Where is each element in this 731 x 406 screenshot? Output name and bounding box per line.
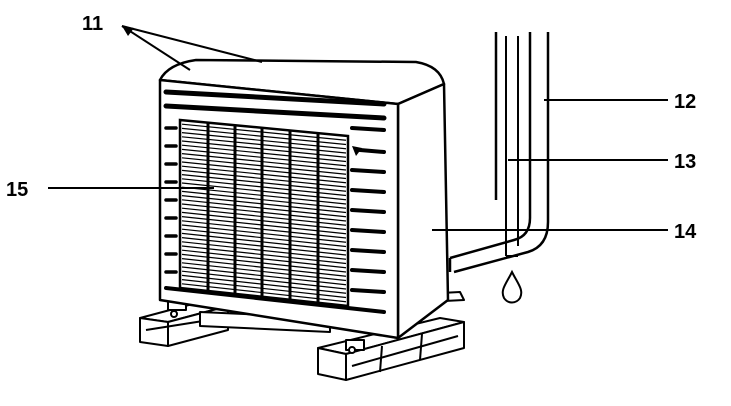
- label-15: 15: [6, 179, 28, 201]
- grille-fin: [181, 153, 347, 171]
- grille-fin: [181, 165, 347, 184]
- indicator-triangle-icon: [352, 146, 362, 156]
- grille-fin: [181, 262, 347, 282]
- grille-fin: [181, 157, 347, 175]
- grille-fin: [181, 241, 347, 260]
- grille-fin: [181, 266, 347, 286]
- grille-fin: [181, 174, 347, 192]
- grille-fin: [181, 283, 347, 303]
- grille-fin: [181, 220, 347, 239]
- grille-fin: [181, 274, 347, 294]
- fan-grille: [178, 118, 350, 308]
- grille-fin: [181, 249, 347, 269]
- grille-fin: [181, 190, 347, 209]
- grille-fin: [181, 169, 347, 188]
- grille-fin: [181, 279, 347, 299]
- grille-fin: [181, 203, 347, 222]
- grille-fin: [181, 270, 347, 290]
- label-12: 12: [674, 91, 696, 113]
- grille-fin: [181, 245, 347, 265]
- grille-fin: [181, 237, 347, 256]
- grille-fin: [181, 195, 347, 214]
- front-louvers-right: [164, 126, 386, 314]
- front-louvers-left: [164, 126, 178, 274]
- label-14: 14: [674, 221, 697, 243]
- grille-fin: [181, 127, 347, 146]
- grille-fin: [181, 207, 347, 226]
- front-louvers-top: [163, 89, 387, 121]
- water-drop-icon: [501, 269, 523, 304]
- grille-fin: [181, 144, 347, 163]
- grille-fin: [181, 253, 347, 273]
- grille-fin: [181, 258, 347, 277]
- label-11: 11: [82, 13, 103, 35]
- drain-pipe: [448, 32, 550, 274]
- grille-fin: [181, 123, 347, 141]
- grille-fin: [181, 178, 347, 197]
- grille-fin: [181, 148, 347, 167]
- grille-fin: [181, 140, 347, 158]
- grille-fin: [181, 132, 347, 150]
- grille-fin: [181, 136, 347, 154]
- grille-fin: [181, 199, 347, 218]
- grille-fin: [181, 224, 347, 243]
- leader-lines: [48, 25, 668, 231]
- label-13: 13: [674, 151, 696, 173]
- arrow-head-icon: [122, 26, 134, 36]
- grille-fin: [181, 186, 347, 205]
- grille-fin: [181, 182, 347, 201]
- grille-fin: [181, 211, 347, 231]
- grille-fin: [181, 161, 347, 180]
- grille-fin: [181, 232, 347, 252]
- grille-fin: [181, 228, 347, 248]
- grille-fin: [181, 216, 347, 235]
